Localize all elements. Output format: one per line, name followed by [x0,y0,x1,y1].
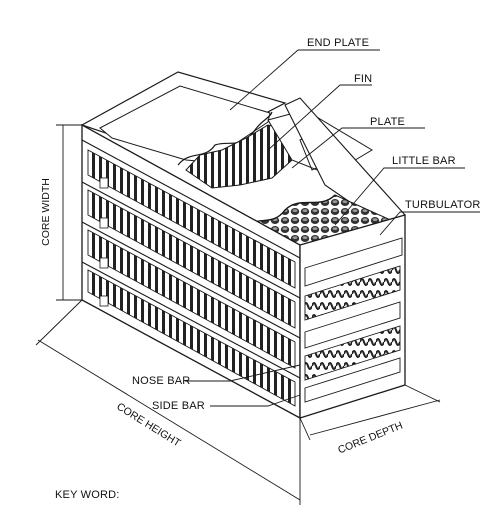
side-face [299,214,406,419]
label-side-bar: SIDE BAR [152,400,205,412]
label-little-bar: LITTLE BAR [392,155,456,167]
label-turbulator: TURBULATOR [405,199,481,211]
label-fin: FIN [354,73,373,85]
label-nose-bar: NOSE BAR [132,375,191,387]
dimension-lines [35,124,441,505]
label-plate: PLATE [370,116,406,128]
front-face [81,123,301,420]
leader-lines [185,49,480,407]
label-key-word: KEY WORD: [55,489,120,501]
label-end-plate: END PLATE [307,37,370,49]
label-core-width: CORE WIDTH [39,178,52,246]
